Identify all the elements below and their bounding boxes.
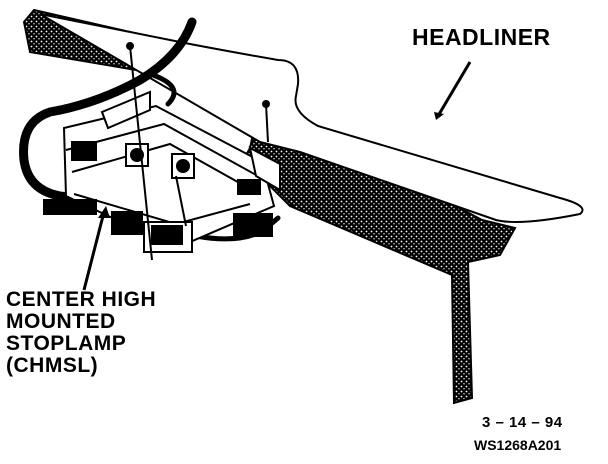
figure-number: WS1268A201 <box>474 437 562 453</box>
chmsl-callout-line: STOPLAMP <box>6 332 127 355</box>
date-code: 3 – 14 – 94 <box>482 414 563 431</box>
chmsl-callout-line: CENTER HIGH <box>6 288 157 311</box>
headliner-callout: HEADLINER <box>412 24 551 50</box>
chmsl-leader-line <box>82 211 106 291</box>
chmsl-callout-line: MOUNTED <box>6 310 116 333</box>
chmsl-callout-line: (CHMSL) <box>6 354 99 377</box>
headliner-panel <box>39 13 584 223</box>
headliner-leader-arrow <box>434 112 444 120</box>
chmsl-callout: CENTER HIGH MOUNTED STOPLAMP (CHMSL) <box>6 289 156 377</box>
mounting-brackets <box>43 90 281 253</box>
headliner-leader-line <box>436 61 472 117</box>
chmsl-leader-arrow <box>98 206 110 218</box>
retaining-screws <box>126 42 270 261</box>
